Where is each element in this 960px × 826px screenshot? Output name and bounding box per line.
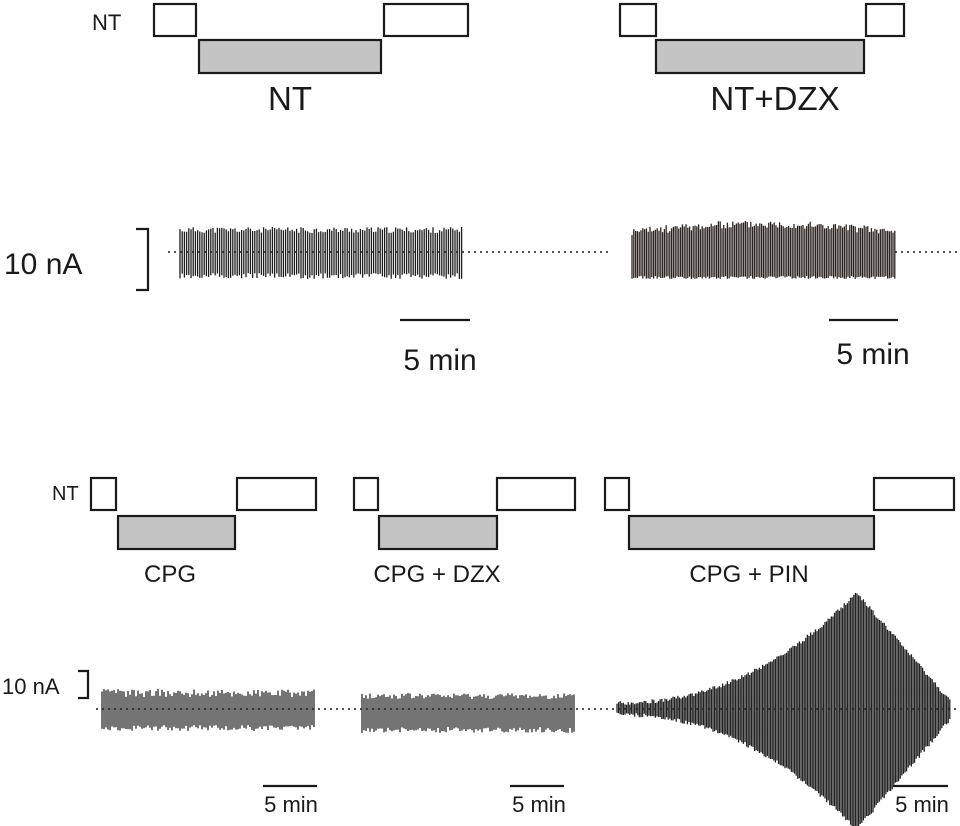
bottom-time-scale-bar-2: 5 min	[510, 784, 566, 817]
bottom-time-scale-bar-3: 5 min	[893, 784, 949, 817]
nt-post-box	[872, 476, 956, 512]
current-trace-nt-dzx	[631, 220, 896, 279]
top-section: NT NT NT+DZX 10 nA 5 min	[4, 2, 960, 377]
treatment-box	[627, 514, 876, 551]
treatment-label: CPG + DZX	[373, 561, 500, 588]
treatment-label: NT+DZX	[710, 80, 839, 117]
bottom-section: NT CPG CPG + DZX CPG + PIN 10 nA	[2, 476, 960, 826]
top-protocol-nt: NT	[152, 2, 470, 117]
current-trace-cpg-dzx	[361, 693, 575, 733]
time-scale-label: 5 min	[895, 792, 949, 817]
nt-post-box	[495, 476, 577, 512]
treatment-label: CPG + PIN	[689, 561, 808, 588]
amplitude-scale-label: 10 nA	[2, 674, 60, 699]
treatment-label: NT	[268, 80, 312, 117]
current-trace-nt	[179, 227, 463, 279]
bottom-protocol-cpg: CPG	[89, 476, 318, 588]
treatment-label: CPG	[144, 561, 196, 588]
bottom-protocol-cpg-pin: CPG + PIN	[603, 476, 956, 588]
top-amplitude-scale-bar: 10 nA	[4, 227, 150, 292]
top-protocol-nt-dzx: NT+DZX	[618, 2, 906, 117]
time-scale-label: 5 min	[512, 792, 566, 817]
nt-pre-box	[603, 476, 631, 512]
bottom-nt-label: NT	[52, 483, 79, 505]
time-scale-label: 5 min	[836, 338, 909, 371]
bottom-protocol-cpg-dzx: CPG + DZX	[352, 476, 577, 588]
nt-pre-box	[618, 2, 658, 38]
nt-post-box	[382, 2, 470, 38]
current-trace-cpg-pin	[616, 592, 951, 826]
time-scale-label: 5 min	[403, 344, 476, 377]
nt-pre-box	[89, 476, 118, 512]
treatment-box	[377, 514, 499, 551]
current-trace-cpg	[101, 689, 315, 731]
bottom-time-scale-bar-1: 5 min	[263, 784, 318, 817]
treatment-box	[197, 38, 383, 75]
nt-post-box	[864, 2, 906, 38]
treatment-box	[654, 38, 866, 75]
nt-pre-box	[352, 476, 380, 512]
time-scale-label: 5 min	[264, 792, 318, 817]
nt-pre-box	[152, 2, 198, 38]
amplitude-scale-label: 10 nA	[4, 248, 82, 281]
top-nt-label: NT	[92, 10, 121, 35]
treatment-box	[116, 514, 237, 551]
bottom-amplitude-scale-bar: 10 nA	[2, 669, 90, 700]
top-time-scale-bar-1: 5 min	[400, 318, 477, 377]
nt-post-box	[235, 476, 318, 512]
top-time-scale-bar-2: 5 min	[829, 318, 910, 371]
